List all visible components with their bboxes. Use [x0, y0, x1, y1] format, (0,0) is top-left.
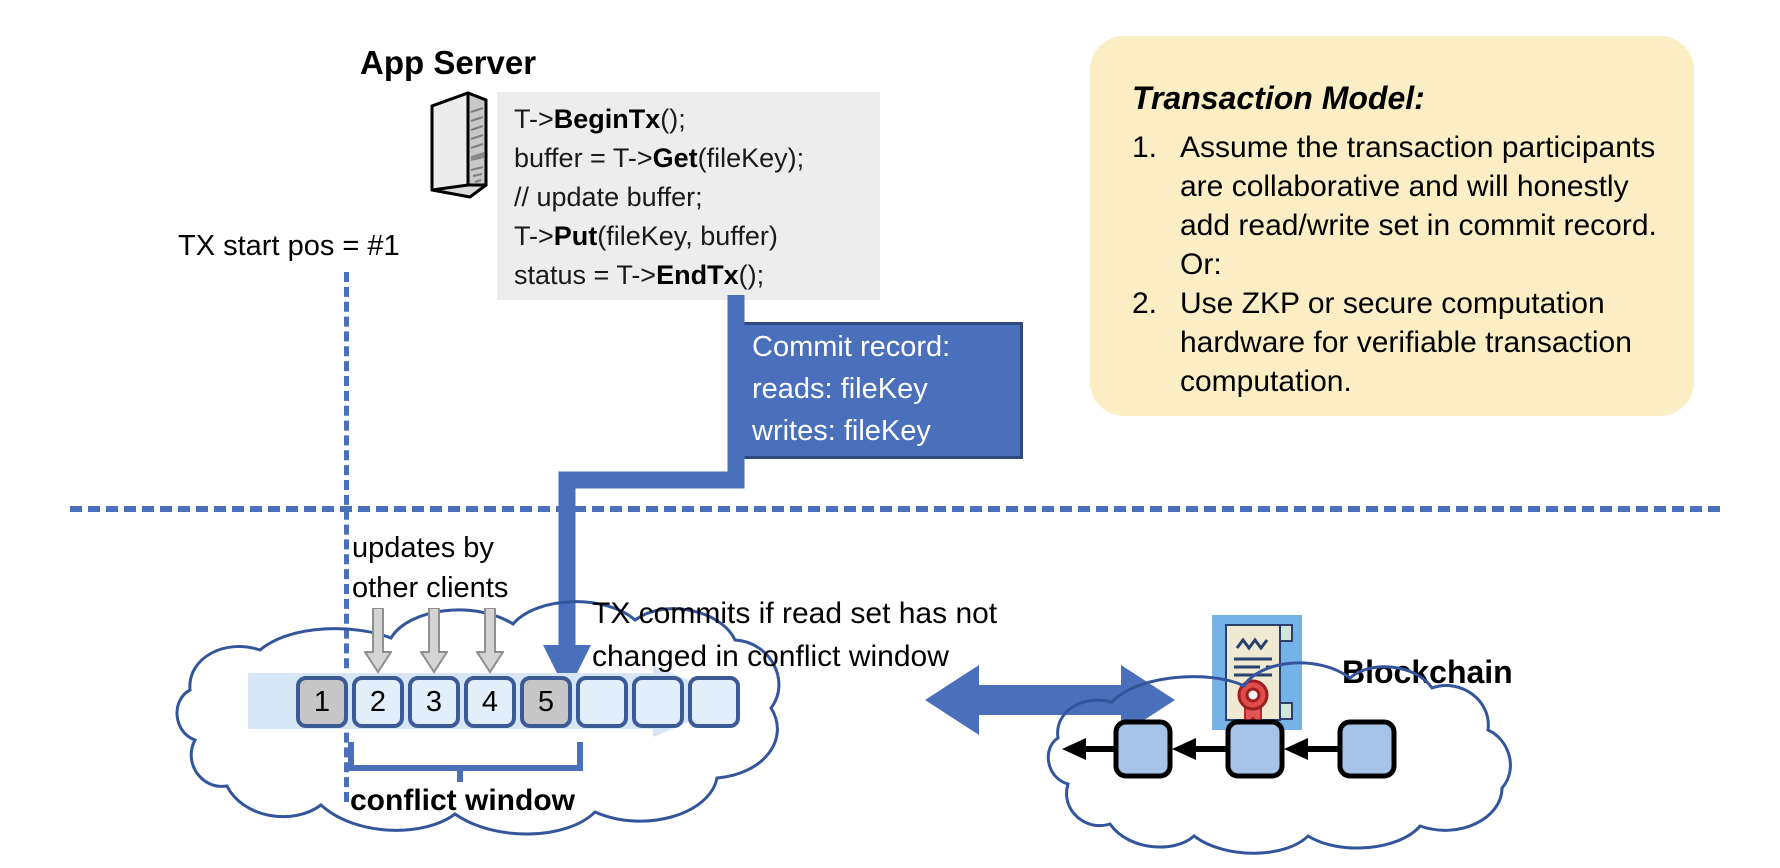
- commit-flow-arrow: [540, 295, 760, 715]
- app-server-title: App Server: [360, 44, 537, 81]
- transaction-model-item-1: 1. Assume the transaction participants a…: [1132, 128, 1672, 284]
- commit-record-writes: writes: fileKey: [752, 415, 931, 447]
- tx-commits-line1: TX commits if read set has not: [592, 597, 998, 630]
- tx-commits-annotation: TX commits if read set has not changed i…: [592, 592, 997, 678]
- storage-cloud: [165, 590, 825, 845]
- blockchain-cloud: [1040, 660, 1520, 855]
- conflict-window-label: conflict window: [350, 784, 575, 817]
- certificate-seal-icon: [1212, 615, 1302, 730]
- tx-commits-line2: changed in conflict window: [592, 640, 949, 673]
- updates-label-line2: other clients: [352, 572, 509, 604]
- log-slot-6[interactable]: [576, 676, 628, 728]
- commit-record-reads: reads: fileKey: [752, 373, 928, 405]
- updates-by-other-clients-label: updates by other clients: [352, 528, 508, 608]
- update-arrow-slot-3: [419, 607, 449, 674]
- log-slot-2[interactable]: 2: [352, 676, 404, 728]
- transaction-model-title: Transaction Model:: [1132, 80, 1425, 116]
- item-1-text: Assume the transaction participants are …: [1180, 131, 1657, 281]
- code-line-2: buffer = T->Get(fileKey);: [514, 143, 805, 173]
- client-server-divider: [70, 506, 1720, 512]
- log-slot-5[interactable]: 5: [520, 676, 572, 728]
- item-1-number: 1.: [1132, 131, 1158, 164]
- transaction-model-box: Transaction Model: 1. Assume the transac…: [1090, 36, 1694, 416]
- sync-double-arrow: [925, 655, 1175, 745]
- code-line-1: T->BeginTx();: [514, 104, 686, 134]
- log-slot-3[interactable]: 3: [408, 676, 460, 728]
- log-slot-7[interactable]: [632, 676, 684, 728]
- code-line-5: status = T->EndTx();: [514, 260, 765, 290]
- code-line-3: // update buffer;: [514, 182, 703, 212]
- commit-record-box: Commit record: reads: fileKey writes: fi…: [733, 322, 1023, 459]
- server-tower-icon: [428, 90, 490, 200]
- log-slot-8[interactable]: [688, 676, 740, 728]
- log-slot-1[interactable]: 1: [296, 676, 348, 728]
- tx-start-pos-label: TX start pos = #1: [178, 230, 400, 262]
- code-lines: T->BeginTx(); buffer = T->Get(fileKey); …: [514, 100, 804, 295]
- commit-record-title: Commit record:: [752, 331, 951, 363]
- log-slot-4[interactable]: 4: [464, 676, 516, 728]
- item-2-number: 2.: [1132, 287, 1158, 320]
- tx-start-dashed-line: [344, 272, 349, 802]
- code-line-4: T->Put(fileKey, buffer): [514, 221, 778, 251]
- code-snippet-box: T->BeginTx(); buffer = T->Get(fileKey); …: [497, 92, 880, 300]
- updates-label-line1: updates by: [352, 532, 494, 564]
- conflict-window-brace: [348, 742, 588, 784]
- update-arrow-slot-4: [475, 607, 505, 674]
- update-arrow-slot-2: [363, 607, 393, 674]
- item-2-text: Use ZKP or secure computation hardware f…: [1180, 287, 1632, 398]
- transaction-model-item-2: 2. Use ZKP or secure computation hardwar…: [1132, 284, 1672, 401]
